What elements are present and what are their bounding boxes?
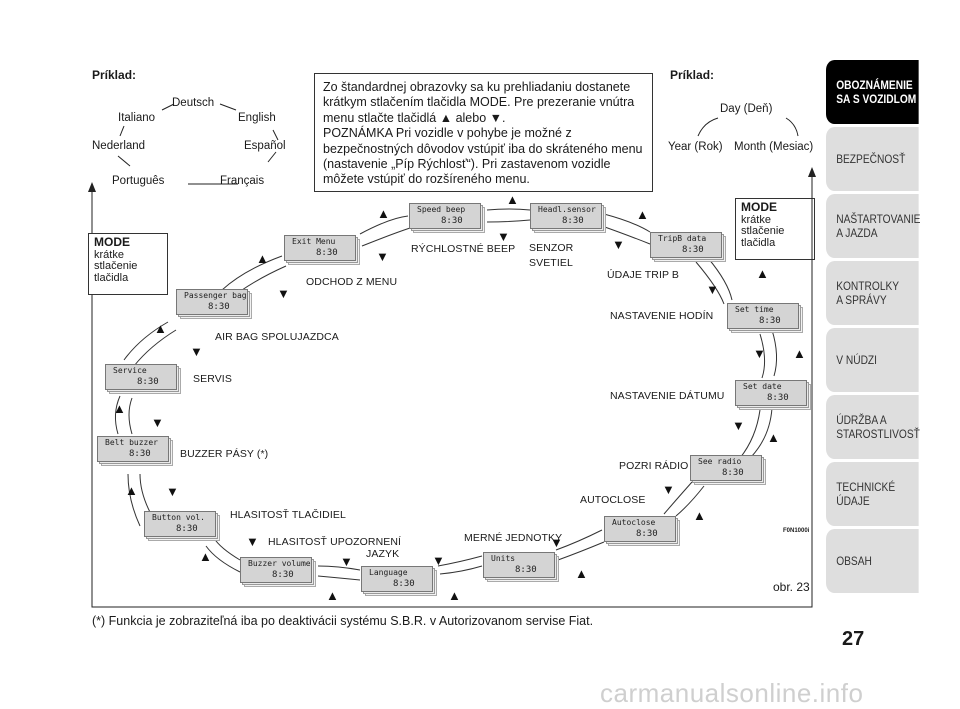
display-belt-buzzer: Belt buzzer 8:30	[97, 436, 173, 466]
tab-technicke[interactable]: TECHNICKÉ ÚDAJE	[826, 462, 919, 526]
chapter-tabs: OBOZNÁMENIE SA S VOZIDLOM BEZPEČNOSŤ NAŠ…	[826, 60, 920, 596]
down-arrow-icon: ▼	[340, 554, 353, 569]
date-cycle-arcs	[697, 117, 799, 137]
mode-right-text: krátke stlačenie tlačidla	[741, 213, 785, 249]
display-exit-menu: Exit Menu 8:30	[284, 235, 360, 265]
label-trip-b: ÚDAJE TRIP B	[607, 269, 679, 281]
up-arrow-icon: ▲	[377, 206, 390, 221]
language-portugues: Português	[112, 175, 165, 187]
tab-v-nudzi[interactable]: V NÚDZI	[826, 328, 919, 392]
figure-code: F0N1000i	[783, 528, 810, 534]
label-speed-beep: RÝCHLOSTNÉ BEEP	[411, 243, 516, 255]
language-nederland: Nederland	[92, 140, 146, 152]
label-headl-sensor-2: SVETIEL	[529, 257, 573, 269]
down-arrow-icon: ▼	[190, 344, 203, 359]
display-trip-b: TripB data 8:30	[650, 232, 726, 262]
label-button-vol: HLASITOSŤ TLAČIDIEL	[230, 509, 346, 521]
label-set-date: NASTAVENIE DÁTUMU	[610, 390, 725, 402]
down-arrow-icon: ▼	[497, 229, 510, 244]
label-headl-sensor-1: SENZOR	[529, 242, 574, 254]
down-arrow-icon: ▼	[753, 346, 766, 361]
down-arrow-icon: ▼	[550, 535, 563, 550]
up-arrow-icon: ▲	[113, 401, 126, 416]
up-arrow-icon: ▲	[125, 483, 138, 498]
language-english: English	[238, 112, 276, 124]
info-text: Zo štandardnej obrazovky sa ku prehliada…	[323, 80, 643, 187]
down-arrow-icon: ▼	[706, 282, 719, 297]
display-buzzer-volume: Buzzer volume 8:30	[240, 557, 316, 587]
mode-left-text: krátke stlačenie tlačidla	[94, 248, 138, 284]
display-language: Language 8:30	[361, 566, 437, 596]
label-passenger-bag: AIR BAG SPOLUJAZDCA	[215, 331, 339, 343]
label-set-time: NASTAVENIE HODÍN	[610, 310, 714, 322]
mode-left-title: MODE	[94, 235, 130, 249]
label-units: MERNÉ JEDNOTKY	[464, 532, 563, 544]
down-arrow-icon: ▼	[246, 534, 259, 549]
figure-label: obr. 23	[773, 580, 810, 594]
display-speed-beep: Speed beep 8:30	[409, 203, 485, 233]
up-arrow-icon: ▲	[756, 266, 769, 281]
mode-box-left: MODE krátke stlačenie tlačidla	[88, 233, 168, 295]
language-deutsch: Deutsch	[172, 97, 215, 109]
display-autoclose: Autoclose 8:30	[604, 516, 680, 546]
date-year: Year (Rok)	[668, 141, 723, 153]
tab-oboznamenie[interactable]: OBOZNÁMENIE SA S VOZIDLOM	[826, 60, 919, 124]
display-passenger-bag: Passenger bag 8:30	[176, 289, 252, 319]
display-headl-sensor: Headl.sensor 8:30	[530, 203, 606, 233]
tab-bezpecnost[interactable]: BEZPEČNOSŤ	[826, 127, 919, 191]
label-exit-menu: ODCHOD Z MENU	[306, 276, 398, 288]
tab-kontrolky[interactable]: KONTROLKY A SPRÁVY	[826, 261, 919, 325]
watermark: carmanualsonline.info	[600, 678, 864, 708]
display-see-radio: See radio 8:30	[690, 455, 766, 485]
page-number: 27	[842, 628, 865, 650]
label-service: SERVIS	[193, 373, 232, 385]
tab-nastartovanie[interactable]: NAŠTARTOVANIE A JAZDA	[826, 194, 920, 258]
language-francais: Français	[220, 175, 265, 187]
down-arrow-icon: ▼	[166, 484, 179, 499]
label-autoclose: AUTOCLOSE	[580, 494, 646, 506]
label-buzzer-volume: HLASITOSŤ UPOZORNENÍ	[268, 536, 402, 548]
down-arrow-icon: ▼	[612, 237, 625, 252]
up-arrow-icon: ▲	[506, 192, 519, 207]
display-service: Service 8:30	[105, 364, 181, 394]
up-arrow-icon: ▲	[793, 346, 806, 361]
up-arrow-icon: ▲	[154, 321, 167, 336]
info-box: Zo štandardnej obrazovky sa ku prehliada…	[314, 73, 653, 192]
language-italiano: Italiano	[118, 112, 156, 124]
up-arrow-icon: ▲	[199, 549, 212, 564]
example-heading-right: Príklad:	[670, 68, 715, 82]
tab-obsah[interactable]: OBSAH	[826, 529, 919, 593]
language-espanol: Español	[244, 140, 286, 152]
up-arrow-icon: ▲	[448, 588, 461, 603]
display-set-time: Set time 8:30	[727, 303, 803, 333]
date-month: Month (Mesiac)	[734, 141, 814, 153]
label-belt-buzzer: BUZZER PÁSY (*)	[180, 448, 269, 460]
up-arrow-icon: ▲	[767, 430, 780, 445]
down-arrow-icon: ▼	[732, 418, 745, 433]
down-arrow-icon: ▼	[432, 553, 445, 568]
down-arrow-icon: ▼	[662, 482, 675, 497]
down-arrow-icon: ▼	[151, 415, 164, 430]
mode-right-title: MODE	[741, 200, 777, 214]
language-cycle-arcs	[117, 103, 279, 185]
example-heading-left: Príklad:	[92, 68, 137, 82]
up-arrow-icon: ▲	[326, 588, 339, 603]
display-button-vol: Button vol. 8:30	[144, 511, 220, 541]
down-arrow-icon: ▼	[376, 249, 389, 264]
up-arrow-icon: ▲	[575, 566, 588, 581]
display-set-date: Set date 8:30	[735, 380, 811, 410]
down-arrow-icon: ▼	[277, 286, 290, 301]
date-day: Day (Deň)	[720, 103, 773, 115]
label-see-radio: POZRI RÁDIO	[619, 460, 689, 472]
mode-box-right: MODE krátke stlačenie tlačidla	[735, 198, 815, 260]
up-arrow-icon: ▲	[636, 207, 649, 222]
up-arrow-icon: ▲	[693, 508, 706, 523]
footnote: (*) Funkcia je zobraziteľná iba po deakt…	[92, 614, 594, 628]
tab-udrzba[interactable]: ÚDRŽBA A STAROSTLIVOSŤ	[826, 395, 920, 459]
display-units: Units 8:30	[483, 552, 559, 582]
up-arrow-icon: ▲	[256, 251, 269, 266]
label-language: JAZYK	[366, 548, 400, 560]
